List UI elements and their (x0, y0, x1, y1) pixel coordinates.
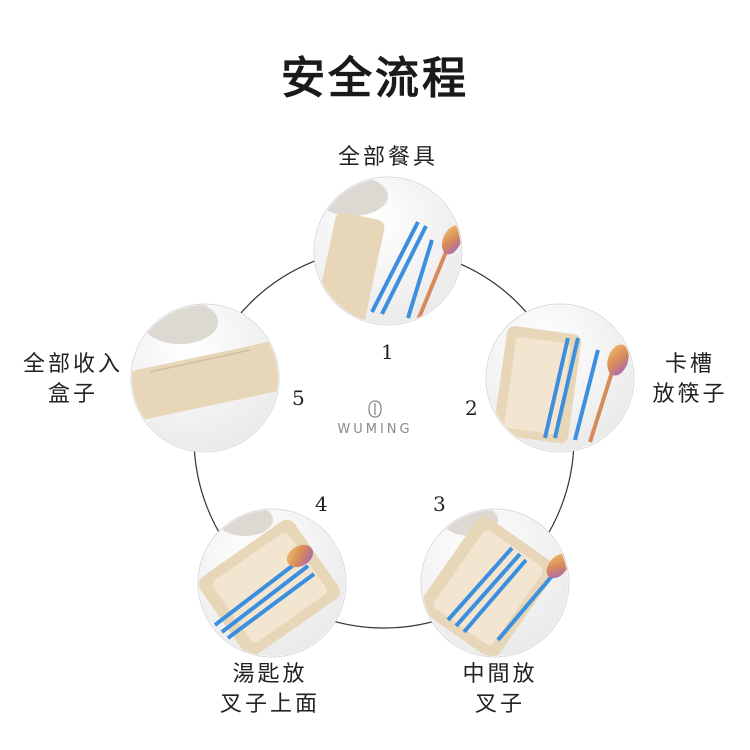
page-title: 安全流程 (281, 53, 469, 104)
step-2-photo (485, 303, 635, 453)
step-1-number: 1 (381, 340, 394, 364)
brand-mark-icon (368, 400, 382, 418)
brand-name: WUMING (337, 422, 413, 437)
brand-logo: WUMING (325, 400, 425, 437)
step-5-caption: 全部收入 盒子 (22, 352, 123, 407)
step-1-caption: 全部餐具 (337, 145, 438, 170)
step-3-photo (420, 508, 570, 658)
step-2-caption: 卡槽 放筷子 (652, 352, 728, 407)
step-4-photo (197, 508, 347, 658)
step-5-number: 5 (292, 386, 305, 410)
step-4-number: 4 (315, 492, 328, 516)
step-4-caption: 湯匙放 叉子上面 (219, 662, 320, 717)
step-5-photo (130, 303, 280, 453)
step-3-caption: 中間放 叉子 (462, 662, 538, 717)
step-1-photo (313, 176, 463, 326)
step-2-number: 2 (465, 396, 478, 420)
step-3-number: 3 (433, 492, 446, 516)
